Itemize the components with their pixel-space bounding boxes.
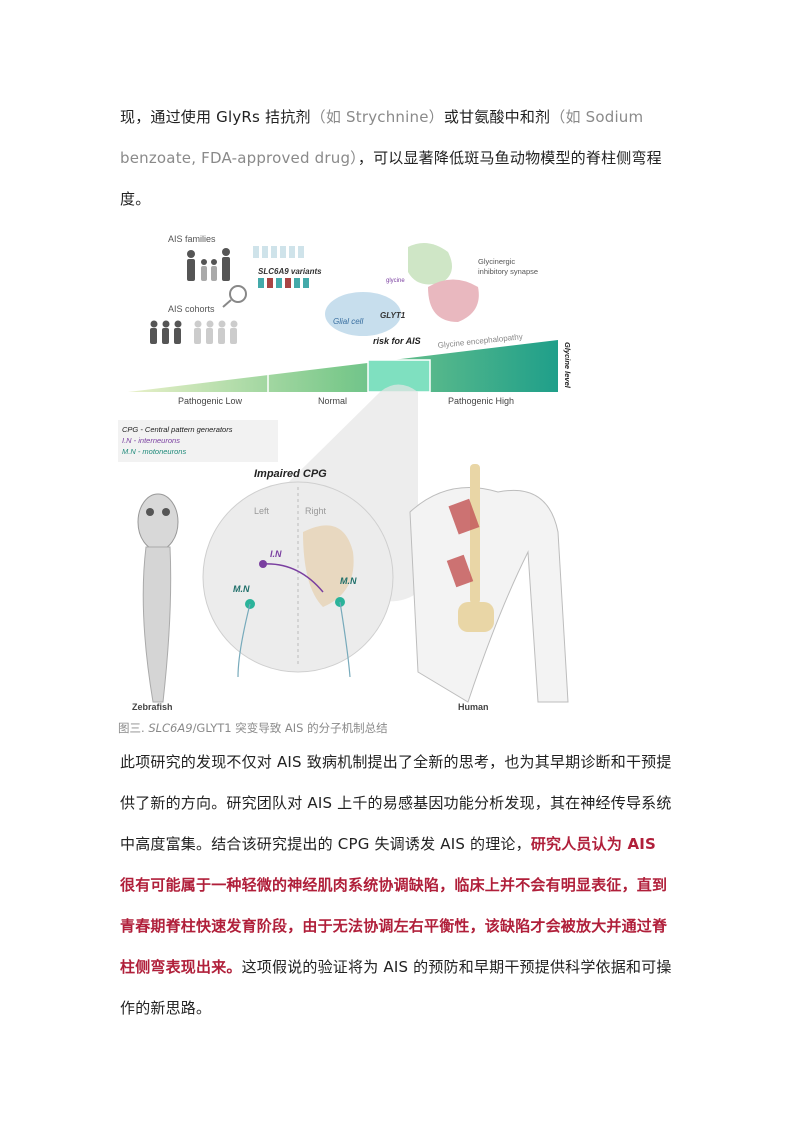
interneuron-axon	[262, 563, 324, 593]
variant-strips	[253, 246, 309, 288]
label-glycine: glycine	[386, 278, 405, 284]
label-mn-left: M.N	[233, 584, 250, 594]
legend-cpg: CPG - Central pattern generators	[122, 425, 233, 434]
label-normal: Normal	[318, 396, 347, 406]
caption-suffix: /GLYT1 突变导致 AIS 的分子机制总结	[192, 721, 388, 735]
p2-text-b: 这项假说的验证将为 AIS 的预防和早期干预提供科学依据和可操作的新思路。	[120, 958, 672, 1017]
label-in: I.N	[270, 549, 282, 559]
postsynaptic-terminal	[428, 279, 479, 322]
human-skeleton-illustration	[409, 464, 569, 703]
legend-box	[118, 420, 278, 462]
label-right: Right	[305, 506, 327, 516]
caption-prefix: 图三.	[118, 721, 149, 735]
figure-ais-mechanism: AIS families AIS cohorts SLC6A9 variants…	[118, 232, 678, 717]
glycine-gradient-wedge	[128, 340, 558, 392]
figure-caption: 图三. SLC6A9/GLYT1 突变导致 AIS 的分子机制总结	[118, 720, 388, 736]
label-impaired-cpg: Impaired CPG	[254, 468, 327, 480]
zebrafish-illustration	[137, 493, 179, 703]
p1-paren-1: （如 Strychnine）	[310, 108, 444, 126]
label-synapse-2: inhibitory synapse	[478, 267, 538, 276]
legend-mn: M.N - motoneurons	[122, 447, 186, 456]
label-left: Left	[254, 506, 270, 516]
p1-text-a: 现，通过使用 GlyRs 拮抗剂	[120, 108, 311, 126]
paragraph-1: 现，通过使用 GlyRs 拮抗剂（如 Strychnine）或甘氨酸中和剂（如 …	[120, 97, 675, 220]
label-slc6a9-variants: SLC6A9 variants	[258, 267, 322, 276]
right-cord	[303, 525, 354, 607]
p1-paren-2: （如 Sodium benzoate, FDA-approved drug）	[120, 108, 644, 167]
label-ais-cohorts: AIS cohorts	[168, 304, 215, 314]
label-human: Human	[458, 702, 489, 712]
label-glial-cell: Glial cell	[333, 317, 363, 326]
label-synapse-1: Glycinergic	[478, 257, 515, 266]
paragraph-2: 此项研究的发现不仅对 AIS 致病机制提出了全新的思考，也为其早期诊断和干预提供…	[120, 742, 675, 1029]
magnifier-icon	[222, 285, 247, 308]
label-zebrafish: Zebrafish	[132, 702, 173, 712]
p2-text-a: 此项研究的发现不仅对 AIS 致病机制提出了全新的思考，也为其早期诊断和干预提供…	[120, 753, 672, 853]
caption-gene: SLC6A9	[148, 721, 193, 735]
cohort-icons	[150, 320, 238, 344]
p1-text-b: 或甘氨酸中和剂	[443, 108, 551, 126]
label-mn-right: M.N	[340, 576, 357, 586]
label-risk-for-ais: risk for AIS	[373, 336, 421, 346]
legend-in: I.N - interneurons	[122, 436, 180, 445]
label-pathogenic-high: Pathogenic High	[448, 396, 514, 406]
figure-illustration: AIS families AIS cohorts SLC6A9 variants…	[118, 234, 572, 712]
p2-highlight: 研究人员认为 AIS 很有可能属于一种轻微的神经肌肉系统协调缺陷，临床上并不会有…	[120, 835, 668, 976]
presynaptic-terminal	[408, 243, 452, 285]
family-icons	[187, 248, 230, 281]
glial-cell-shape	[325, 292, 401, 336]
label-glycine-level: Glycine level	[563, 342, 572, 389]
label-glyt1: GLYT1	[380, 311, 406, 320]
p1-text-c: ，可以显著降低斑马鱼动物模型的脊柱侧弯程度。	[120, 149, 662, 208]
label-pathogenic-low: Pathogenic Low	[178, 396, 243, 406]
label-ais-families: AIS families	[168, 234, 216, 244]
